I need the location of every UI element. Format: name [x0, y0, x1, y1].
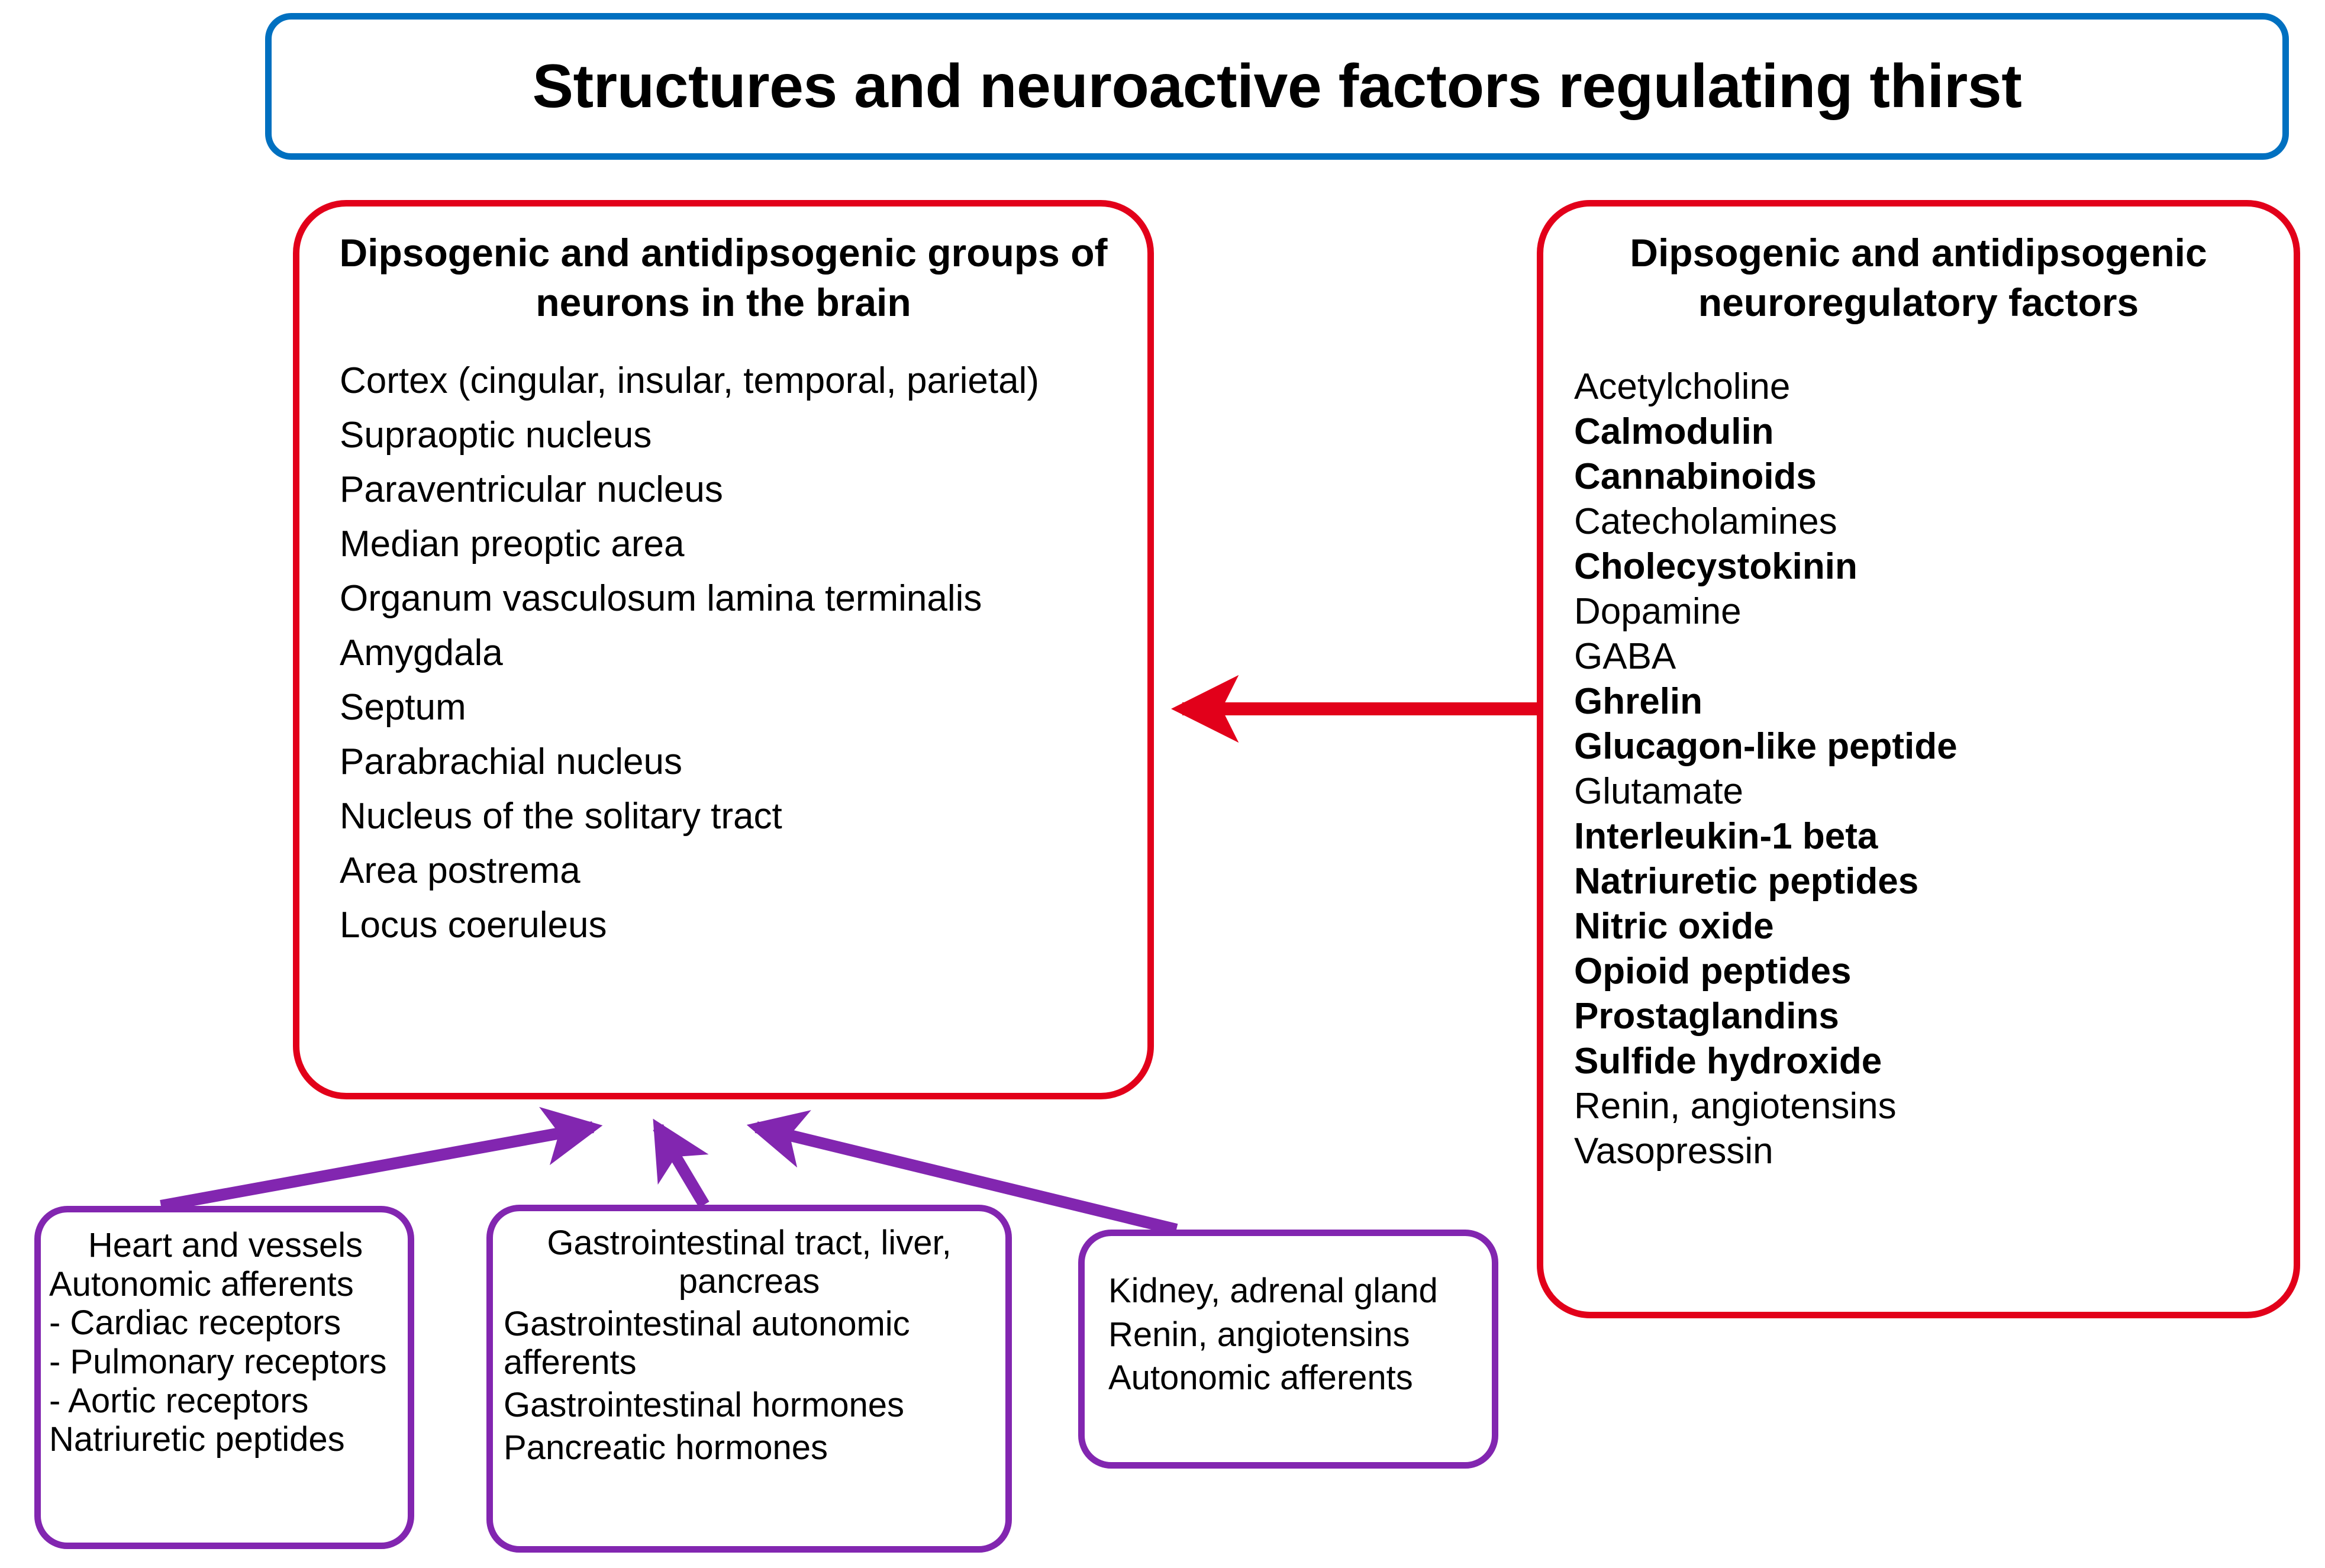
- list-item: Area postrema: [340, 850, 581, 891]
- panel-neuron-groups: Dipsogenic and antidipsogenic groups of …: [293, 200, 1154, 1099]
- page-title: Structures and neuroactive factors regul…: [532, 51, 2022, 121]
- list-item: Calmodulin: [1574, 411, 1774, 452]
- panel-kidney-line: Kidney, adrenal gland: [1108, 1272, 1438, 1310]
- panel-heart-title: Heart and vessels: [88, 1226, 363, 1264]
- panel-heart-line: Natriuretic peptides: [49, 1420, 345, 1459]
- arrow-heart-to-neurons: [160, 1106, 603, 1212]
- panel-heart-line: - Aortic receptors: [49, 1381, 309, 1420]
- panel-neuron-groups-heading: Dipsogenic and antidipsogenic groups of …: [339, 231, 1108, 325]
- list-item: Glutamate: [1574, 770, 1744, 812]
- panel-gastrointestinal-line: Pancreatic hormones: [504, 1428, 828, 1467]
- list-item: Sulfide hydroxide: [1574, 1040, 1882, 1082]
- list-item: Interleukin-1 beta: [1574, 815, 1878, 857]
- panel-gastrointestinal: Gastrointestinal tract, liver, pancreas …: [486, 1205, 1012, 1553]
- panel-kidney-line: Autonomic afferents: [1108, 1359, 1413, 1398]
- list-item: Nitric oxide: [1574, 905, 1774, 947]
- panel-gastrointestinal-line: Gastrointestinal hormones: [504, 1385, 904, 1424]
- panel-heart-line: - Pulmonary receptors: [49, 1343, 387, 1382]
- neuron-group-list: Cortex (cingular, insular, temporal, par…: [340, 354, 1147, 953]
- list-item: Renin, angiotensins: [1574, 1085, 1897, 1127]
- list-item: GABA: [1574, 635, 1676, 677]
- list-item: Supraoptic nucleus: [340, 414, 652, 456]
- list-item: Cannabinoids: [1574, 456, 1817, 497]
- list-item: Opioid peptides: [1574, 950, 1852, 992]
- list-item: Natriuretic peptides: [1574, 860, 1919, 902]
- list-item: Septum: [340, 686, 466, 728]
- list-item: Cholecystokinin: [1574, 546, 1858, 587]
- panel-gastrointestinal-title: Gastrointestinal tract, liver, pancreas: [547, 1224, 952, 1301]
- panel-kidney-line: Renin, angiotensins: [1108, 1315, 1410, 1354]
- factor-list: Acetylcholine Calmodulin Cannabinoids Ca…: [1574, 364, 2294, 1174]
- list-item: Acetylcholine: [1574, 366, 1791, 407]
- panel-heart-line: - Cardiac receptors: [49, 1304, 341, 1343]
- list-item: Glucagon-like peptide: [1574, 725, 1958, 767]
- diagram-title-box: Structures and neuroactive factors regul…: [265, 13, 2289, 160]
- list-item: Ghrelin: [1574, 680, 1703, 722]
- panel-kidney-adrenal: Kidney, adrenal gland Renin, angiotensin…: [1078, 1230, 1498, 1469]
- panel-gastrointestinal-line: Gastrointestinal autonomic afferents: [504, 1304, 910, 1382]
- panel-neuroregulatory-factors-heading: Dipsogenic and antidipsogenic neuroregul…: [1630, 231, 2207, 325]
- panel-heart-and-vessels: Heart and vessels Autonomic afferents - …: [34, 1206, 414, 1549]
- list-item: Paraventricular nucleus: [340, 469, 723, 510]
- list-item: Parabrachial nucleus: [340, 741, 683, 782]
- list-item: Amygdala: [340, 632, 503, 673]
- list-item: Organum vasculosum lamina terminalis: [340, 577, 982, 619]
- list-item: Cortex (cingular, insular, temporal, par…: [340, 360, 1039, 401]
- arrow-gi-to-neurons: [653, 1118, 710, 1208]
- list-item: Dopamine: [1574, 591, 1742, 632]
- list-item: Prostaglandins: [1574, 995, 1839, 1037]
- list-item: Catecholamines: [1574, 501, 1837, 542]
- panel-neuroregulatory-factors: Dipsogenic and antidipsogenic neuroregul…: [1537, 200, 2300, 1318]
- list-item: Nucleus of the solitary tract: [340, 795, 782, 837]
- panel-heart-line: Autonomic afferents: [49, 1264, 354, 1304]
- list-item: Vasopressin: [1574, 1130, 1773, 1172]
- list-item: Median preoptic area: [340, 523, 685, 564]
- list-item: Locus coeruleus: [340, 904, 607, 946]
